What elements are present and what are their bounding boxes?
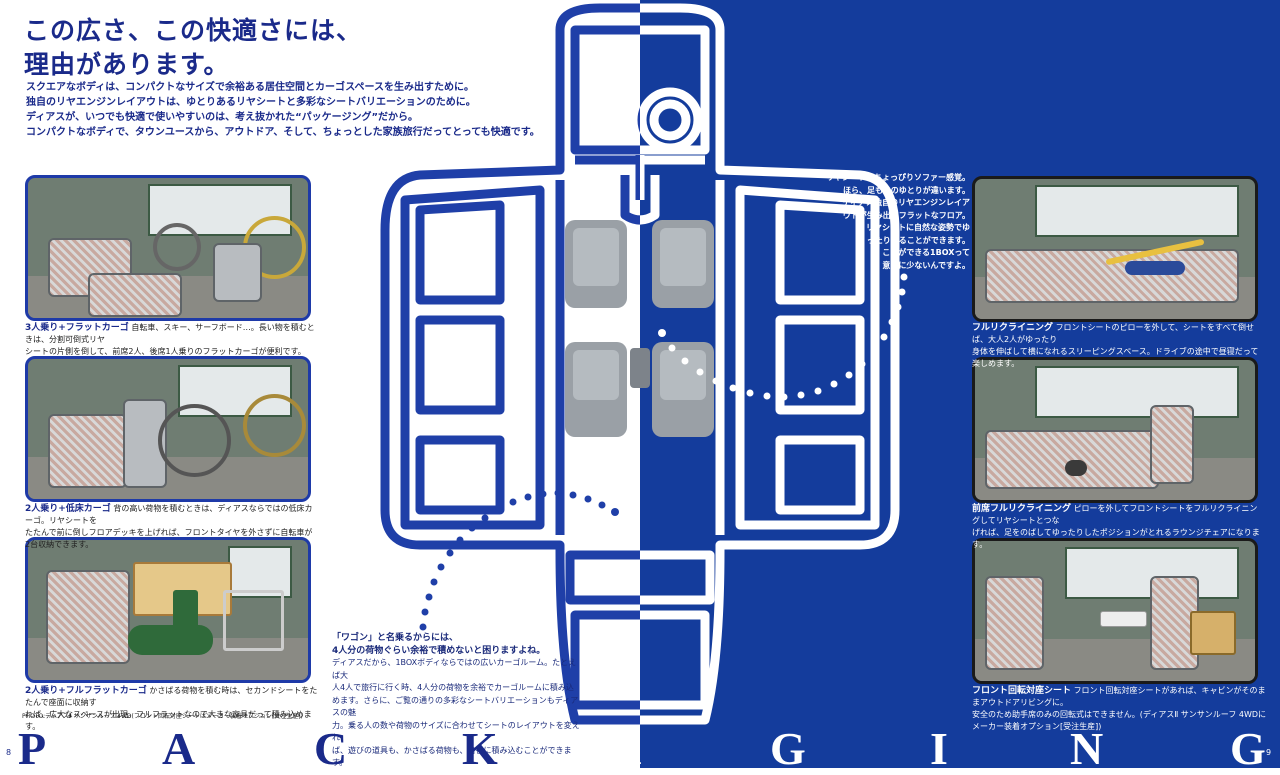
note-line: ディアス独自のリヤエンジンレイア (842, 198, 970, 207)
center-body-line: めます。さらに、ご覧の通りの多彩なシートバリエーションもディアスの魅 (332, 695, 579, 718)
letter-c: C (314, 723, 348, 774)
center-body-line: 力。乗る人の数や荷物のサイズに合わせてシートのレイアウトを変えれ (332, 720, 580, 743)
caption-text: シートの片側を倒して、前席2人、後席1人乗りのフラットカーゴが便利です。 (25, 347, 306, 356)
caption-text: フロントシートのピローを外して、シートをすべて倒せば、大人2人がゆったり (972, 323, 1255, 344)
letter-p: P (18, 723, 47, 774)
caption-text: 背の高い荷物を積むときは、ディアスならではの低床カーゴ。リヤシートを (25, 504, 313, 525)
caption-front-swivel-seat: フロント回転対座シート フロント回転対座シートがあれば、キャビンがそのままアウト… (972, 685, 1272, 733)
caption-title: フルリクライニング (972, 323, 1054, 333)
center-body-line: 人4人で旅行に行く時、4人分の荷物を余裕でカーゴルームに積み込 (332, 683, 574, 692)
photo-full-flat-cargo (25, 537, 311, 683)
center-lead: 4人分の荷物ぐらい余裕で積めないと困りますよね。 (332, 645, 546, 656)
intro-text: スクエアなボディは、コンパクトなサイズで余裕ある居住空間とカーゴスペースを生み出… (26, 80, 540, 140)
caption-text: れば、広大なスペースが出現。フルフラットなので大きな家具だって積み込めます。 (25, 710, 312, 731)
photo-flat-cargo (25, 175, 311, 321)
headline-line-1: この広さ、この快適さには、 (24, 16, 363, 45)
caption-text: かさばる荷物を積む時は、セカンドシートをたたんで座面に収納す (25, 686, 318, 707)
intro-line: 独自のリヤエンジンレイアウトは、ゆとりあるリヤシートと多彩なシートバリエーション… (26, 97, 476, 108)
headline-line-2: 理由があります。 (24, 50, 230, 79)
caption-text: フロント回転対座シートがあれば、キャビンがそのままアウトドアリビングに。 (972, 686, 1266, 707)
note-line: ウトが生み出すフラットなフロア。 (842, 210, 970, 220)
note-line: リヤシートはちょっぴりソファー感覚。 (826, 173, 970, 182)
letter-n: N (1070, 723, 1104, 774)
photo-low-floor-cargo (25, 356, 311, 502)
caption-text: ピローを外してフロントシートをフルリクライニングしてリヤシートとつな (972, 504, 1258, 525)
caption-flat-cargo: 3人乗り+フラットカーゴ 自転車、スキー、サーフボード…。長い物を積むときは、分… (25, 322, 315, 358)
dotted-callout-line (419, 489, 619, 631)
center-body-line: ば、遊びの道具も、かさばる荷物も、自在に積み込むことができます。 (332, 745, 572, 768)
intro-line: スクエアなボディは、コンパクトなサイズで余裕ある居住空間とカーゴスペースを生み出… (26, 82, 474, 93)
caption-text: 身体を伸ばして横になれるスリーピングスペース。ドライブの途中で昼寝だって楽しめま… (972, 347, 1259, 368)
caption-title: 2人乗り+フルフラットカーゴ (25, 686, 147, 696)
note-line: これができる1BOXって (882, 248, 970, 257)
intro-line: ディアスが、いつでも快適で使いやすいのは、考え抜かれた“パッケージング”だから。 (26, 112, 419, 123)
intro-line: コンパクトなボディで、タウンユースから、アウトドア、そして、ちょっとした家族旅行… (26, 127, 540, 138)
letter-i: I (930, 723, 948, 774)
caption-text: 自転車、スキー、サーフボード…。長い物を積むときは、分割可倒式リヤ (25, 323, 315, 344)
caption-title: フロント回転対座シート (972, 686, 1072, 696)
caption-title: 2人乗り+低床カーゴ (25, 504, 111, 514)
letter-k: K (462, 723, 498, 774)
letter-g: G (1230, 723, 1266, 774)
caption-full-flat-cargo: 2人乗り+フルフラットカーゴ かさばる荷物を積む時は、セカンドシートをたたんで座… (25, 685, 325, 733)
center-body-line: ディアスだから、1BOXボディならではの広いカーゴルーム。たとえば大 (332, 658, 577, 680)
note-line: リヤシートに自然な姿勢でゆ (866, 223, 970, 232)
letter-a: A (608, 723, 642, 774)
photo-front-swivel-seat (972, 538, 1258, 684)
caption-low-floor-cargo: 2人乗り+低床カーゴ 背の高い荷物を積むときは、ディアスならではの低床カーゴ。リ… (25, 503, 315, 551)
center-lead: 「ワゴン」と名乗るからには、 (332, 633, 459, 643)
letter-a: A (162, 723, 196, 774)
caption-text: たたんで前に倒しフロアデッキを上げれば、フロントタイヤを外さずに自転車が2台収納… (25, 528, 313, 549)
caption-text: 安全のため助手席のみの回転式はできません。(ディアスⅡ サンサンルーフ 4WDに… (972, 710, 1267, 731)
note-line: ほら、足もとのゆとりが違います。 (843, 185, 970, 195)
caption-text: げれば、足をのばしてゆったりしたポジションがとれるラウンジチェアになります。 (972, 528, 1260, 549)
dotted-callout-line-right (658, 273, 908, 401)
page-number-right: 9 (1266, 748, 1272, 757)
caption-title: 前席フルリクライニング (972, 504, 1072, 514)
caption-full-reclining: フルリクライニング フロントシートのピローを外して、シートをすべて倒せば、大人2… (972, 322, 1264, 370)
page-number-left: 8 (6, 748, 12, 757)
center-text: 「ワゴン」と名乗るからには、 4人分の荷物ぐらい余裕で積めないと困りますよね。 … (332, 632, 582, 770)
caption-front-full-reclining: 前席フルリクライニング ピローを外してフロントシートをフルリクライニングしてリヤ… (972, 503, 1264, 551)
rear-seat-note: リヤシートはちょっぴりソファー感覚。 ほら、足もとのゆとりが違います。 ディアス… (810, 172, 970, 272)
photo-front-full-reclining (972, 357, 1258, 503)
headline: この広さ、この快適さには、 理由があります。 (24, 14, 362, 82)
photo-note: PHOTO:ディアスⅡ サンサンルーフ 4WD(フロント回転対座シートはメーカー… (22, 713, 303, 720)
letter-g: G (770, 723, 806, 774)
caption-title: 3人乗り+フラットカーゴ (25, 323, 129, 333)
note-line: ったり座ることができます。 (866, 235, 970, 245)
note-line: 意外に少ないんですよ。 (882, 260, 970, 270)
photo-full-reclining (972, 176, 1258, 322)
